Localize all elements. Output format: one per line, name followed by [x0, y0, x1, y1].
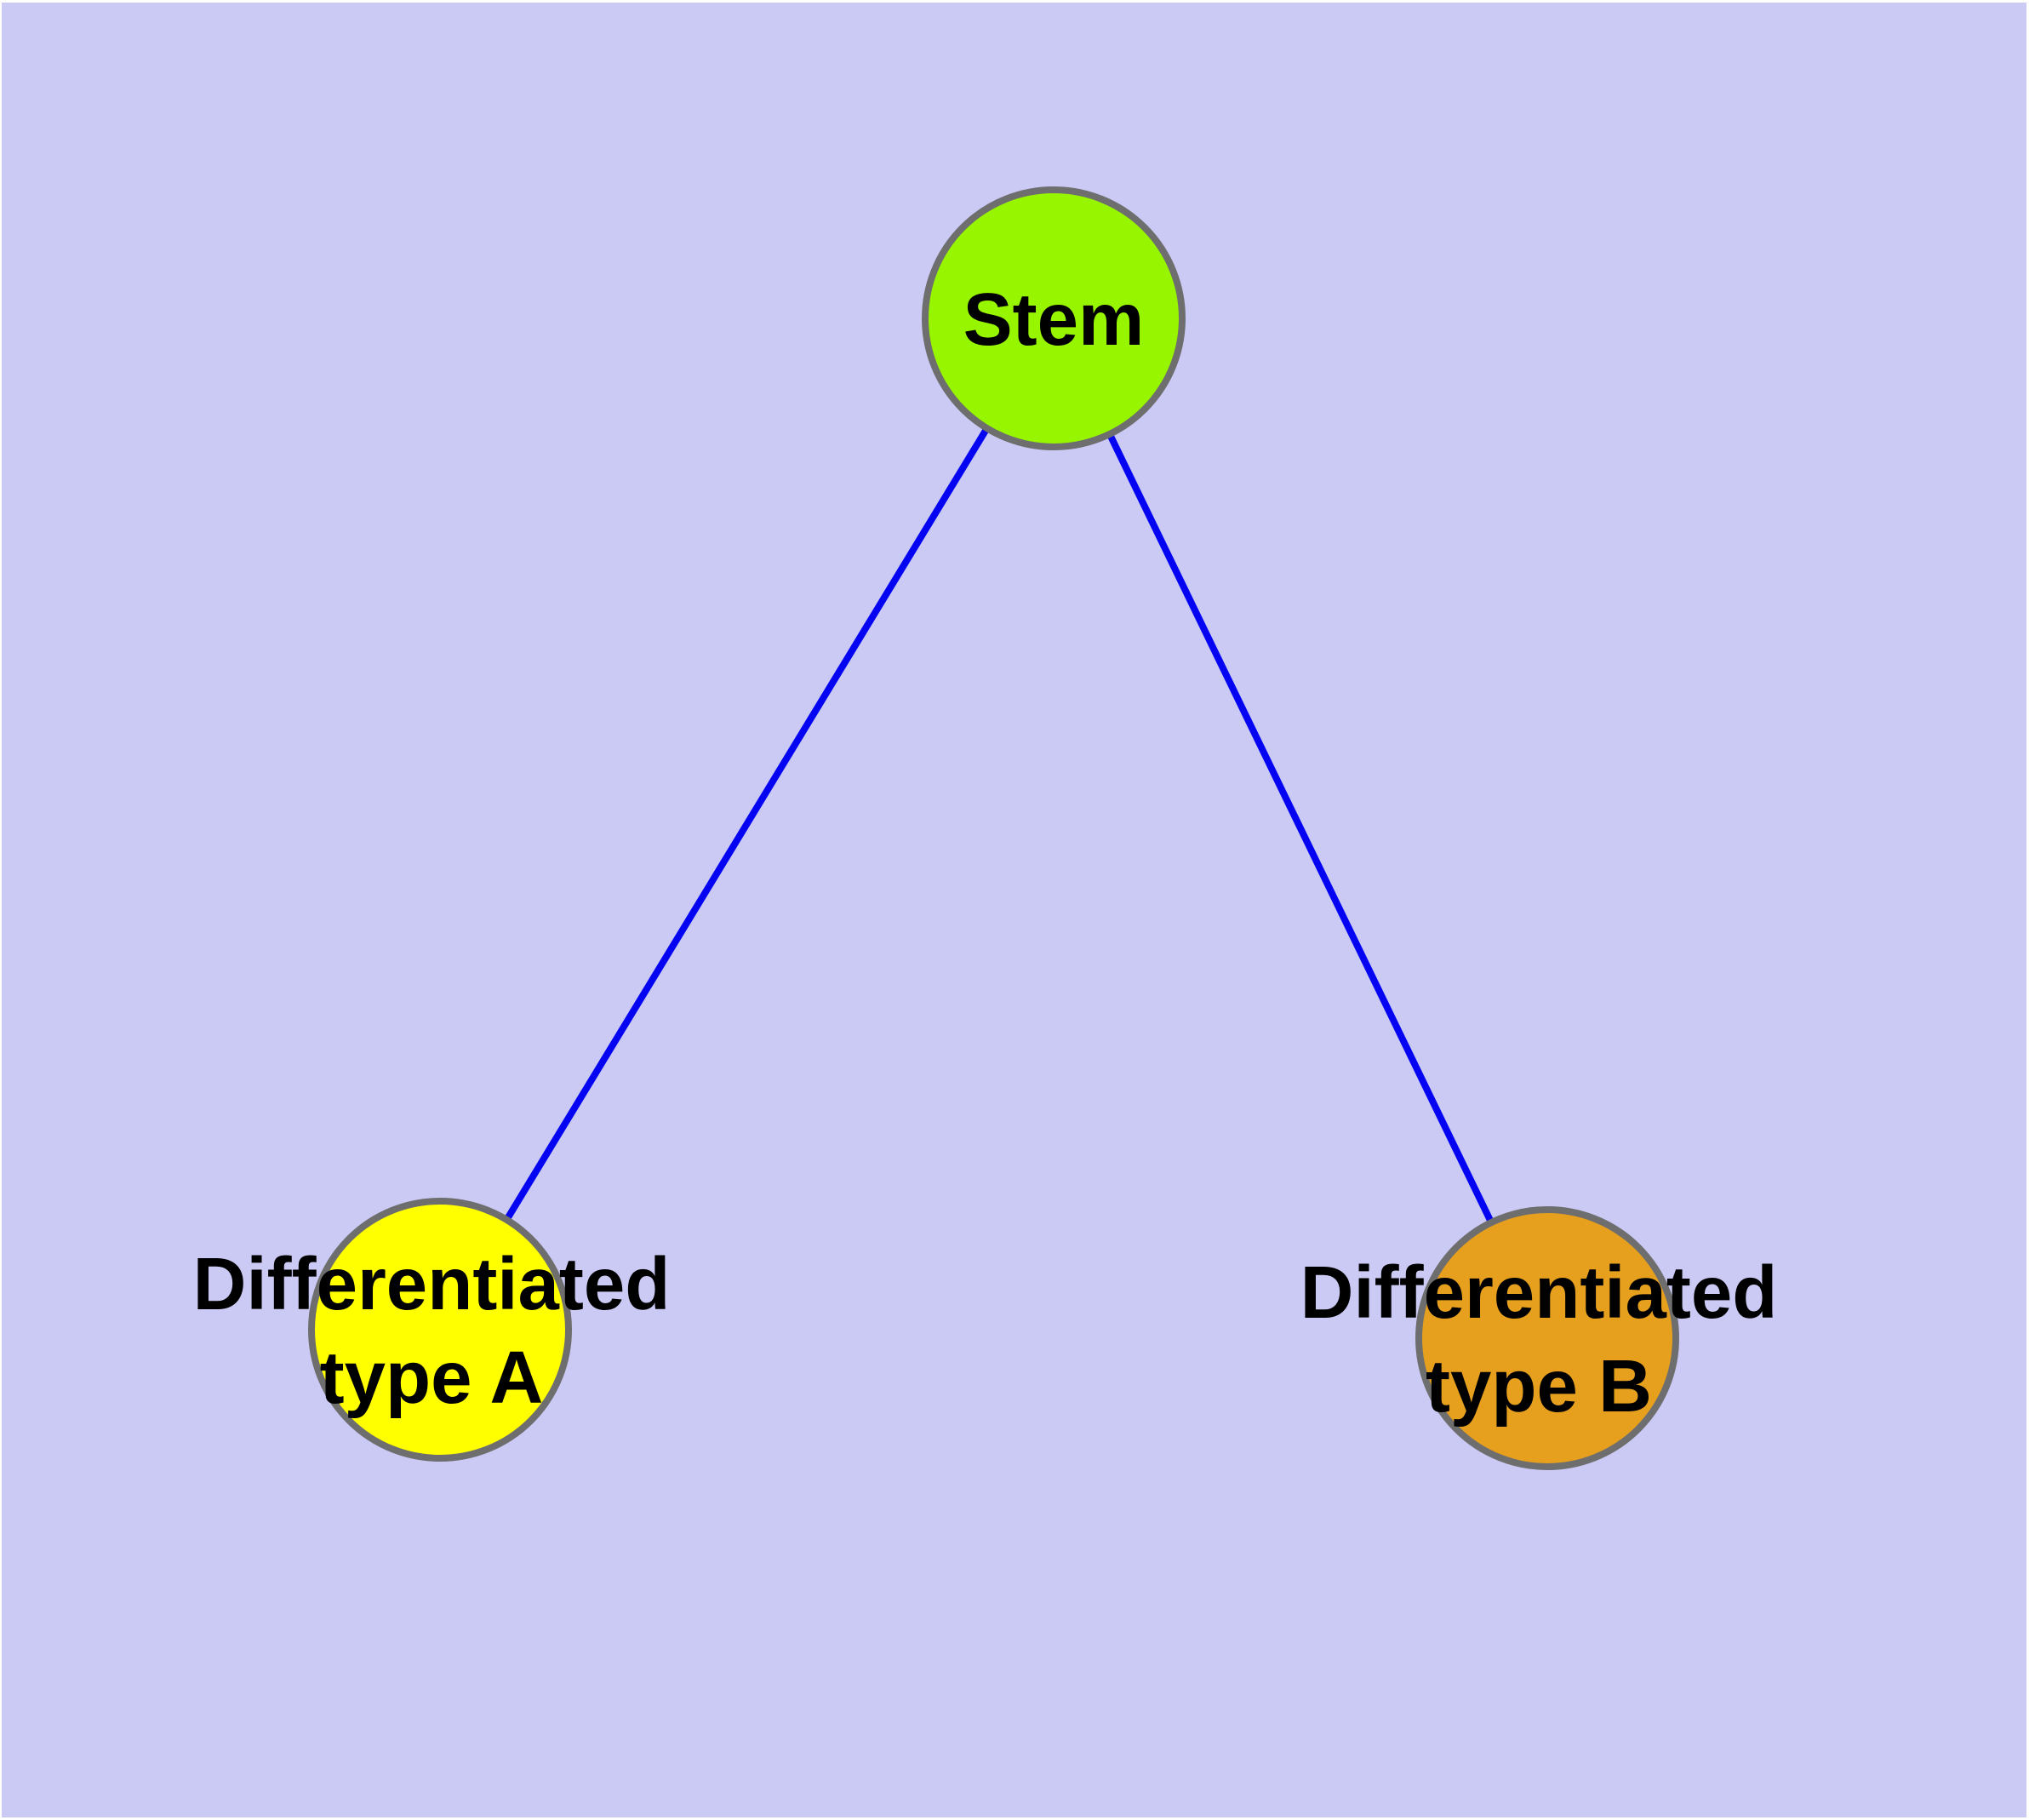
edge-stem-to-type-b: [1050, 317, 1551, 1340]
edge-stem-to-type-a: [437, 316, 1057, 1332]
node-label-stem: Stem: [963, 278, 1145, 361]
node-differentiated-type-b: [1415, 1206, 1679, 1470]
node-stem: [922, 186, 1186, 450]
node-label-differentiated-type-a: Differentiated type A: [192, 1243, 671, 1419]
node-differentiated-type-a: [308, 1198, 572, 1462]
node-label-differentiated-type-b: Differentiated type B: [1300, 1251, 1778, 1428]
